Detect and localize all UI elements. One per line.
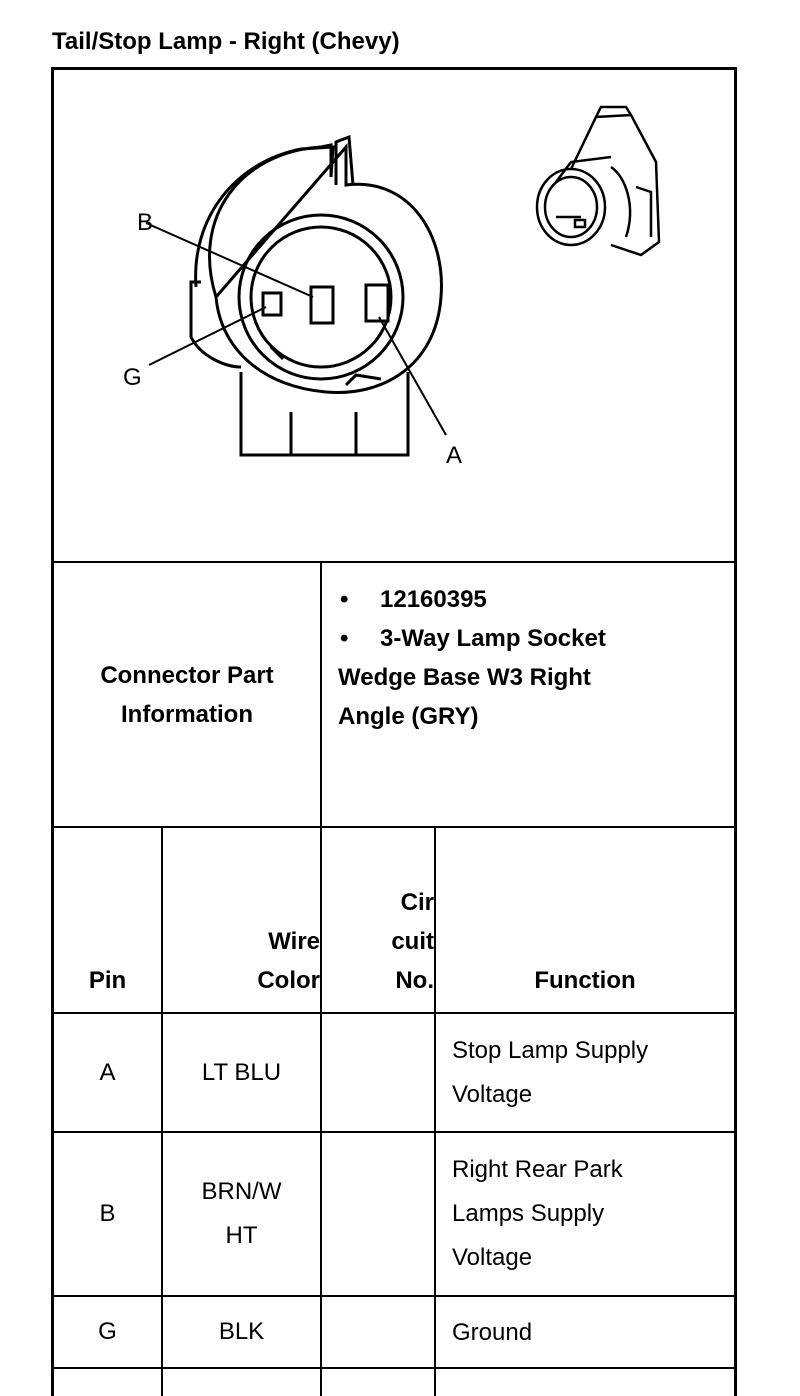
description-line3: Angle (GRY): [338, 703, 479, 730]
row-g-circuit: [322, 1297, 434, 1367]
pin-label-b: B: [137, 209, 153, 236]
pin-label-g: G: [123, 364, 142, 391]
row-a-function-line1: Stop Lamp Supply: [452, 1037, 649, 1064]
pin-g-terminal: [261, 291, 283, 317]
table-row: A: [54, 1014, 161, 1131]
divider-col-2: [320, 563, 322, 1396]
row-b-pin: B: [99, 1200, 116, 1227]
description-line2: Wedge Base W3 Right: [338, 664, 591, 691]
row-a-function-line2: Voltage: [452, 1081, 533, 1108]
row-a-pin: A: [99, 1058, 116, 1086]
row-a-circuit: [322, 1014, 434, 1131]
header-pin: Pin: [54, 828, 161, 1000]
row-a-function: Stop Lamp Supply Voltage: [452, 1029, 648, 1117]
header-circuit-line2: cuit: [391, 928, 434, 955]
divider-header-bottom: [51, 1012, 737, 1014]
row-a-wire-color: LT BLU: [163, 1014, 320, 1131]
header-function: Function: [436, 828, 734, 1000]
header-circuit-no: Cir cuit No.: [322, 828, 434, 1000]
header-wire-color-line2: Color: [257, 967, 320, 994]
pin-b-terminal: [309, 285, 335, 325]
connector-info-label-line1: Connector Part: [100, 661, 274, 689]
header-function-text: Function: [534, 967, 636, 994]
table-row: B: [54, 1133, 161, 1295]
bullet-2: •: [340, 625, 349, 652]
pin-a-terminal: [364, 283, 390, 323]
header-wire-color-line1: Wire: [268, 928, 320, 955]
divider-info-bottom: [51, 826, 737, 828]
row-b-circuit: [322, 1133, 434, 1295]
table-row: G: [54, 1297, 161, 1367]
connector-face-drawing: B G A: [123, 105, 661, 469]
part-number: 12160395: [380, 586, 487, 613]
connector-info-label: Connector Part Information: [54, 563, 320, 826]
table-frame: [51, 67, 737, 1396]
divider-col-3: [434, 828, 436, 1396]
row-b-wire-color-line1: BRN/W: [201, 1178, 282, 1205]
page-title: Tail/Stop Lamp - Right (Chevy): [52, 28, 400, 55]
row-g-wire-color-line1: BLK: [218, 1318, 265, 1345]
row-b-function: Right Rear Park Lamps Supply Voltage: [452, 1148, 623, 1280]
header-pin-text: Pin: [88, 967, 127, 994]
row-b-function-line1: Right Rear Park: [452, 1156, 623, 1183]
header-circuit-line1: Cir: [400, 889, 434, 916]
row-b-wire-color-line2: HT: [225, 1222, 258, 1249]
bullet-1: •: [340, 586, 349, 613]
divider-col-1: [161, 828, 163, 1396]
header-wire-color: Wire Color: [163, 828, 320, 1000]
pin-label-a: A: [446, 442, 462, 469]
row-g-function-line1: Ground: [452, 1319, 533, 1346]
row-g-function: Ground: [452, 1311, 532, 1355]
row-a-wire-color-line1: LT BLU: [201, 1058, 282, 1086]
connector-info-details: • 12160395 • 3-Way Lamp Socket Wedge Base …: [338, 580, 728, 736]
divider-diagram-bottom: [51, 561, 737, 563]
divider-row-g: [51, 1367, 737, 1369]
row-b-function-line3: Voltage: [452, 1244, 533, 1271]
divider-row-b: [51, 1295, 737, 1297]
connector-info-label-line2: Information: [121, 700, 253, 728]
row-g-pin: G: [98, 1318, 117, 1345]
row-b-wire-color: BRN/W HT: [163, 1133, 320, 1295]
row-b-function-line2: Lamps Supply: [452, 1200, 605, 1227]
description-line1: 3-Way Lamp Socket: [380, 625, 606, 652]
divider-row-a: [51, 1131, 737, 1133]
connector-diagram: B G A: [51, 67, 737, 563]
header-circuit-line3: No.: [395, 967, 434, 994]
part-number-item: • 12160395: [338, 580, 728, 619]
row-g-wire-color: BLK: [163, 1297, 320, 1367]
description-item: • 3-Way Lamp Socket: [338, 619, 728, 658]
